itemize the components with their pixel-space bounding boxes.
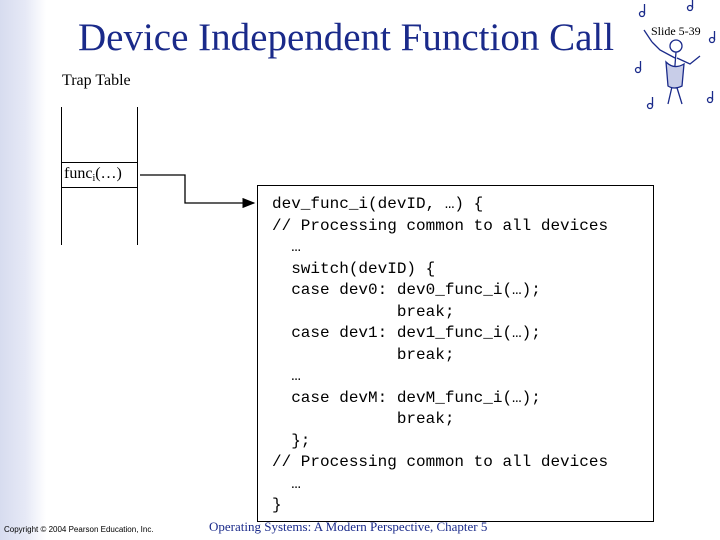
- music-conductor-clipart-icon: [630, 0, 720, 120]
- code-line: …: [272, 238, 301, 256]
- entry-base: func: [64, 165, 93, 182]
- code-line: // Processing common to all devices: [272, 216, 609, 235]
- code-line: // Processing common to all devices: [272, 453, 609, 471]
- slide-title: Device Independent Function Call: [78, 16, 615, 59]
- entry-args: (…): [95, 165, 122, 182]
- code-line: …: [272, 367, 301, 385]
- trap-table-entry: funci(…): [64, 165, 122, 184]
- trap-table-left-border: [61, 107, 62, 245]
- trap-table-label: Trap Table: [62, 72, 131, 89]
- code-line: …: [272, 474, 301, 493]
- slide-number: Slide 5-39: [651, 24, 701, 38]
- code-line: case devM: devM_func_i(…);: [272, 388, 541, 407]
- code-line: case dev0: dev0_func_i(…);: [272, 281, 541, 299]
- left-decorative-stripe: [0, 0, 46, 540]
- code-line: dev_func_i(devID, …) {: [272, 195, 484, 213]
- code-line: switch(devID) {: [272, 259, 436, 278]
- code-line: break;: [272, 302, 455, 321]
- trap-table-entry-top: [61, 162, 138, 163]
- code-line: break;: [272, 345, 455, 364]
- footer-course-title: Operating Systems: A Modern Perspective,…: [209, 519, 488, 534]
- trap-table-entry-bottom: [61, 187, 138, 188]
- code-line: break;: [272, 410, 455, 428]
- code-listing-box: dev_func_i(devID, …) { // Processing comm…: [257, 185, 654, 522]
- code-line: }: [272, 496, 282, 514]
- code-line: case dev1: dev1_func_i(…);: [272, 324, 541, 342]
- trap-table-right-border: [137, 107, 138, 245]
- code-line: };: [272, 431, 311, 450]
- entry-subscript: i: [92, 173, 96, 184]
- copyright-notice: Copyright © 2004 Pearson Education, Inc.: [4, 525, 154, 534]
